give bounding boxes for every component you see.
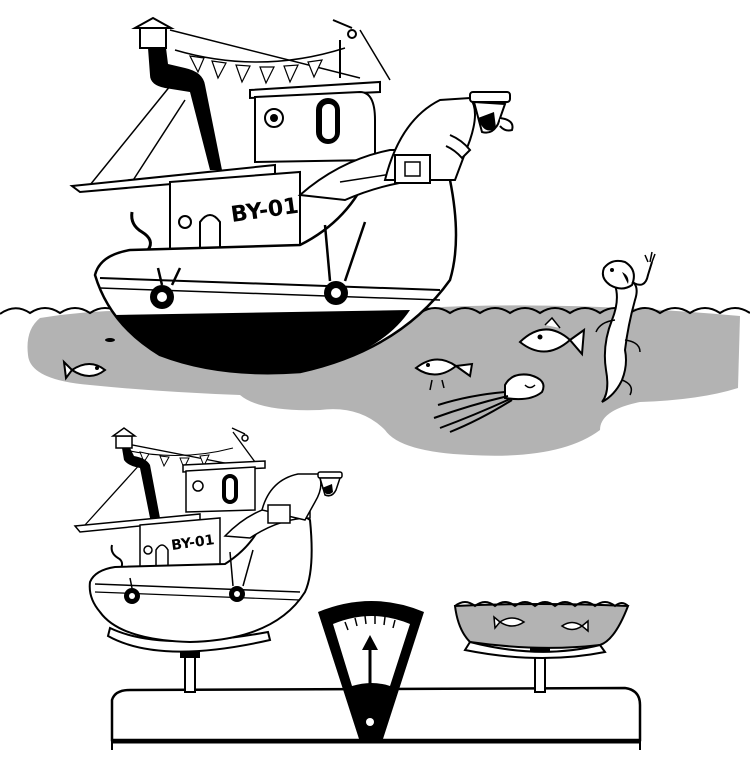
- lifebuoy: [150, 221, 367, 309]
- fish-icon: [414, 358, 474, 391]
- fish-icon: [493, 615, 526, 630]
- smokestack: [131, 16, 222, 170]
- steamboat-small: BY-01: [73, 427, 343, 644]
- octopus-icon: [433, 373, 545, 433]
- fish-icon: [518, 316, 586, 357]
- captain-figure: [383, 91, 514, 184]
- scale-gauge: [318, 601, 424, 742]
- weather-vane: [231, 427, 249, 442]
- scale-needle-icon: [362, 635, 378, 720]
- fish-icon: [560, 619, 589, 633]
- sea-serpent-icon: [595, 251, 656, 403]
- sea-scene: BY-01: [0, 16, 750, 456]
- weather-vane: [332, 19, 357, 39]
- flag-bunting: [124, 447, 234, 470]
- fish-icon: [62, 359, 107, 381]
- balance-scale: BY-01: [73, 427, 642, 750]
- scale-pan-left: [106, 626, 272, 653]
- boat-name-label-small: BY-01: [170, 532, 215, 554]
- scale-pan-right: [453, 603, 630, 649]
- steamboat-large: BY-01: [69, 16, 458, 375]
- flag-bunting: [174, 47, 346, 63]
